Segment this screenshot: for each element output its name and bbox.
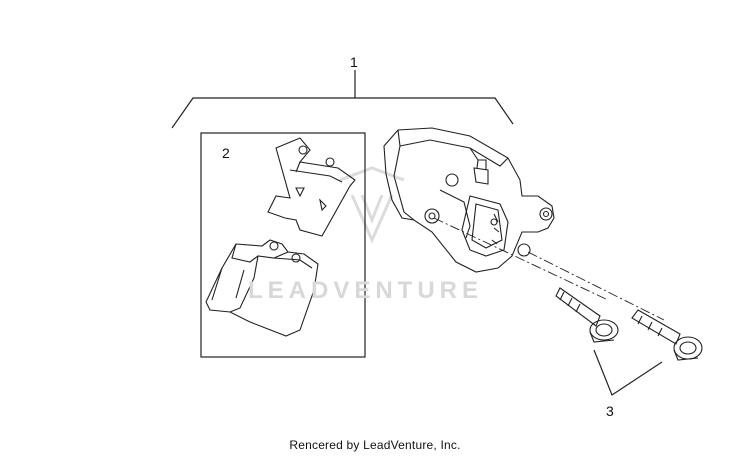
bolt-centerlines <box>433 217 665 321</box>
callout-pads[interactable]: 2 <box>222 145 230 161</box>
caliper-bolt-short <box>555 287 619 343</box>
caliper-bolt-long <box>631 309 703 361</box>
callout-bolts[interactable]: 3 <box>606 403 614 419</box>
pad-spring-clip <box>267 137 356 237</box>
callout-assembly[interactable]: 1 <box>350 54 358 70</box>
brake-pads <box>205 239 319 337</box>
watermark-text: LEADVENTURE <box>248 277 484 304</box>
bolts-leader <box>593 349 663 396</box>
pads-kit-box <box>200 132 366 358</box>
brake-caliper <box>383 127 555 273</box>
footer-credit: Rencered by LeadVenture, Inc. <box>289 438 461 452</box>
assembly-bracket <box>171 70 514 129</box>
